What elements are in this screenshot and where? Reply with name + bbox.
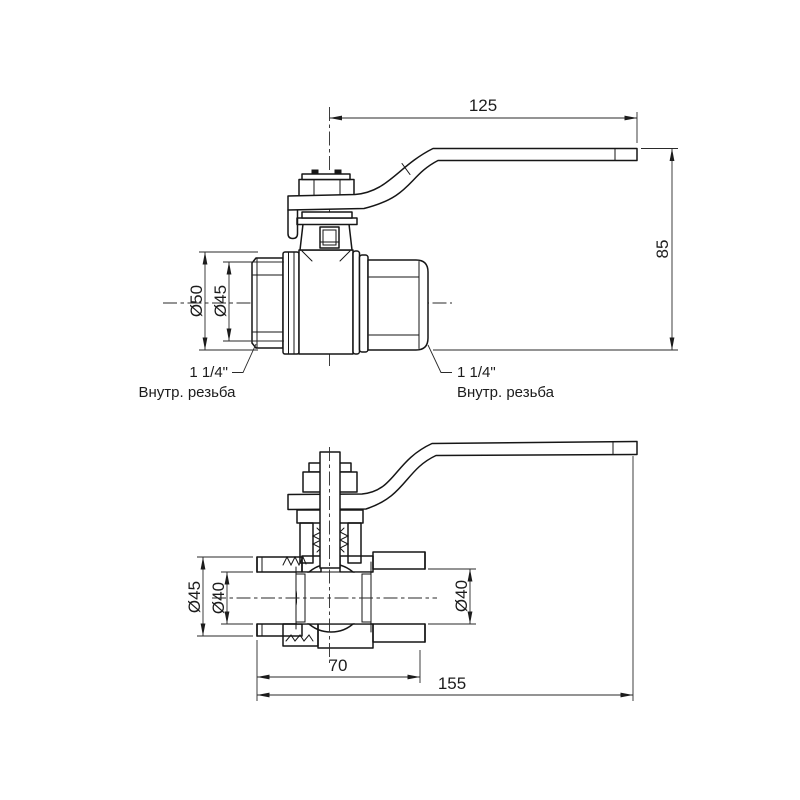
dimension-inner-diameter: Ø45 xyxy=(211,261,284,342)
dimension-bore-right: Ø40 xyxy=(428,568,476,625)
dimension-outer-diameter: Ø50 xyxy=(187,251,258,351)
dimension-total-length: 155 xyxy=(257,456,634,701)
dim-total-length-value: 155 xyxy=(438,674,466,693)
stem-section xyxy=(302,451,358,569)
dimension-bore-left: Ø40 xyxy=(209,571,253,625)
dim-section-outer-value: Ø45 xyxy=(185,581,204,613)
handle-side xyxy=(287,147,638,240)
thread-left-size: 1 1/4" xyxy=(189,364,228,381)
section-view: Ø45 Ø40 Ø40 70 155 xyxy=(185,440,638,701)
thread-label-right: 1 1/4" Внутр. резьба xyxy=(427,344,555,401)
dim-bore-left-value: Ø40 xyxy=(209,582,228,614)
dimension-body-length: 70 xyxy=(256,640,421,701)
valve-body-section xyxy=(256,551,426,649)
stem-and-packing-side xyxy=(296,169,358,251)
dim-handle-length-value: 125 xyxy=(469,96,497,115)
dimension-height: 85 xyxy=(433,148,678,351)
valve-body-side xyxy=(251,249,429,355)
side-view: 125 85 Ø50 Ø45 1 1/4" Внутр. резьба 1 1/… xyxy=(139,96,678,401)
thread-right-size: 1 1/4" xyxy=(457,364,496,381)
thread-right-type: Внутр. резьба xyxy=(457,384,555,401)
dim-body-length-value: 70 xyxy=(329,656,348,675)
dimension-handle-length: 125 xyxy=(329,96,638,143)
dimension-section-outer-diameter: Ø45 xyxy=(185,556,253,637)
dim-bore-right-value: Ø40 xyxy=(452,580,471,612)
dim-inner-diameter-value: Ø45 xyxy=(211,285,230,317)
section-view-centerlines xyxy=(212,447,437,663)
handle-section xyxy=(287,440,638,511)
dim-height-value: 85 xyxy=(653,240,672,259)
dim-outer-diameter-value: Ø50 xyxy=(187,285,206,317)
thread-left-type: Внутр. резьба xyxy=(139,384,237,401)
thread-label-left: 1 1/4" Внутр. резьба xyxy=(139,343,257,401)
